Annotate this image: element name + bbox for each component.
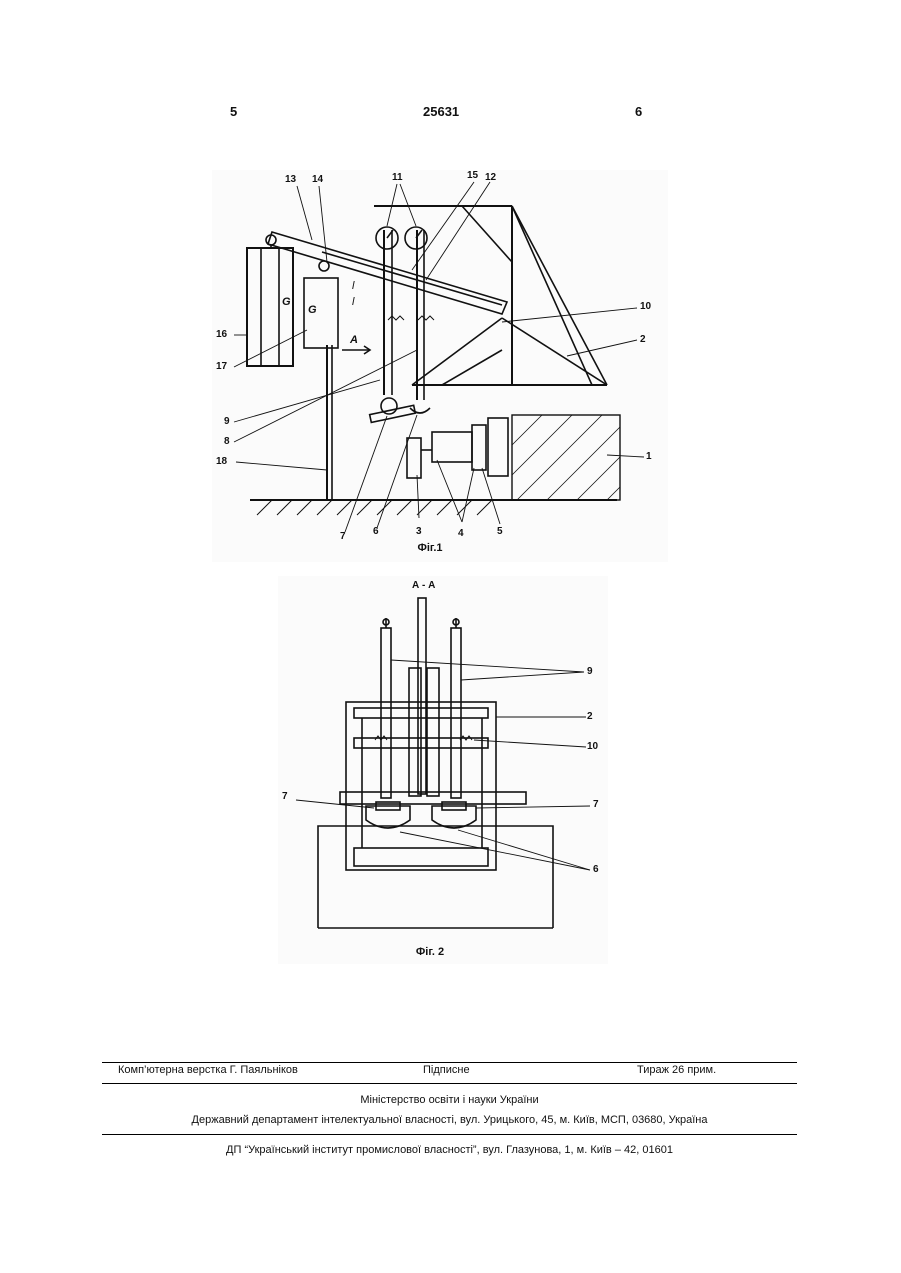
figure-1-drawing — [212, 170, 668, 562]
callout-2: 2 — [640, 334, 646, 345]
figure-2-drawing — [278, 576, 608, 964]
fig2-callout-7-right: 7 — [593, 799, 599, 810]
callout-5: 5 — [497, 526, 503, 537]
callout-7: 7 — [340, 531, 346, 542]
figure-2: А - А 9 2 10 7 7 6 — [278, 576, 608, 964]
section-title: А - А — [412, 580, 435, 591]
ministry-line: Міністерство освіти і науки України — [102, 1094, 797, 1106]
page-number-left: 5 — [230, 104, 237, 119]
callout-8: 8 — [224, 436, 230, 447]
fig2-callout-6: 6 — [593, 864, 599, 875]
footer-rule-bottom — [102, 1134, 797, 1135]
circulation-label: Тираж 26 прим. — [637, 1064, 716, 1076]
callout-3: 3 — [416, 526, 422, 537]
fig2-callout-7-left: 7 — [282, 791, 288, 802]
callout-15: 15 — [467, 170, 478, 181]
figure-1: 13 14 11 15 12 10 2 16 17 9 8 1 18 7 6 3… — [212, 170, 668, 562]
length-l2-label: l — [352, 296, 354, 308]
callout-10: 10 — [640, 301, 651, 312]
patent-number: 25631 — [423, 104, 459, 119]
callout-9: 9 — [224, 416, 230, 427]
fig2-callout-10: 10 — [587, 741, 598, 752]
figure-2-caption: Фіг. 2 — [400, 946, 460, 958]
callout-13: 13 — [285, 174, 296, 185]
footer-rule-middle — [102, 1083, 797, 1084]
callout-4: 4 — [458, 528, 464, 539]
callout-1: 1 — [646, 451, 652, 462]
department-line: Державний департамент інтелектуальної вл… — [102, 1114, 797, 1126]
footer-rule-top — [102, 1062, 797, 1063]
callout-17: 17 — [216, 361, 227, 372]
institute-line: ДП “Український інститут промислової вла… — [102, 1144, 797, 1156]
callout-11: 11 — [392, 172, 403, 183]
callout-14: 14 — [312, 174, 323, 185]
layout-credit: Комп’ютерна верстка Г. Паяльніков — [118, 1064, 298, 1076]
arrow-a-label: A — [350, 334, 358, 346]
weight-g-label-2: G — [308, 304, 317, 316]
weight-g-label-1: G — [282, 296, 291, 308]
length-l1-label: l — [352, 280, 354, 292]
fig2-callout-9: 9 — [587, 666, 593, 677]
callout-18: 18 — [216, 456, 227, 467]
fig2-callout-2: 2 — [587, 711, 593, 722]
callout-6: 6 — [373, 526, 379, 537]
page-number-right: 6 — [635, 104, 642, 119]
callout-12: 12 — [485, 172, 496, 183]
callout-16: 16 — [216, 329, 227, 340]
signed-label: Підписне — [423, 1064, 470, 1076]
figure-1-caption: Фіг.1 — [400, 542, 460, 554]
